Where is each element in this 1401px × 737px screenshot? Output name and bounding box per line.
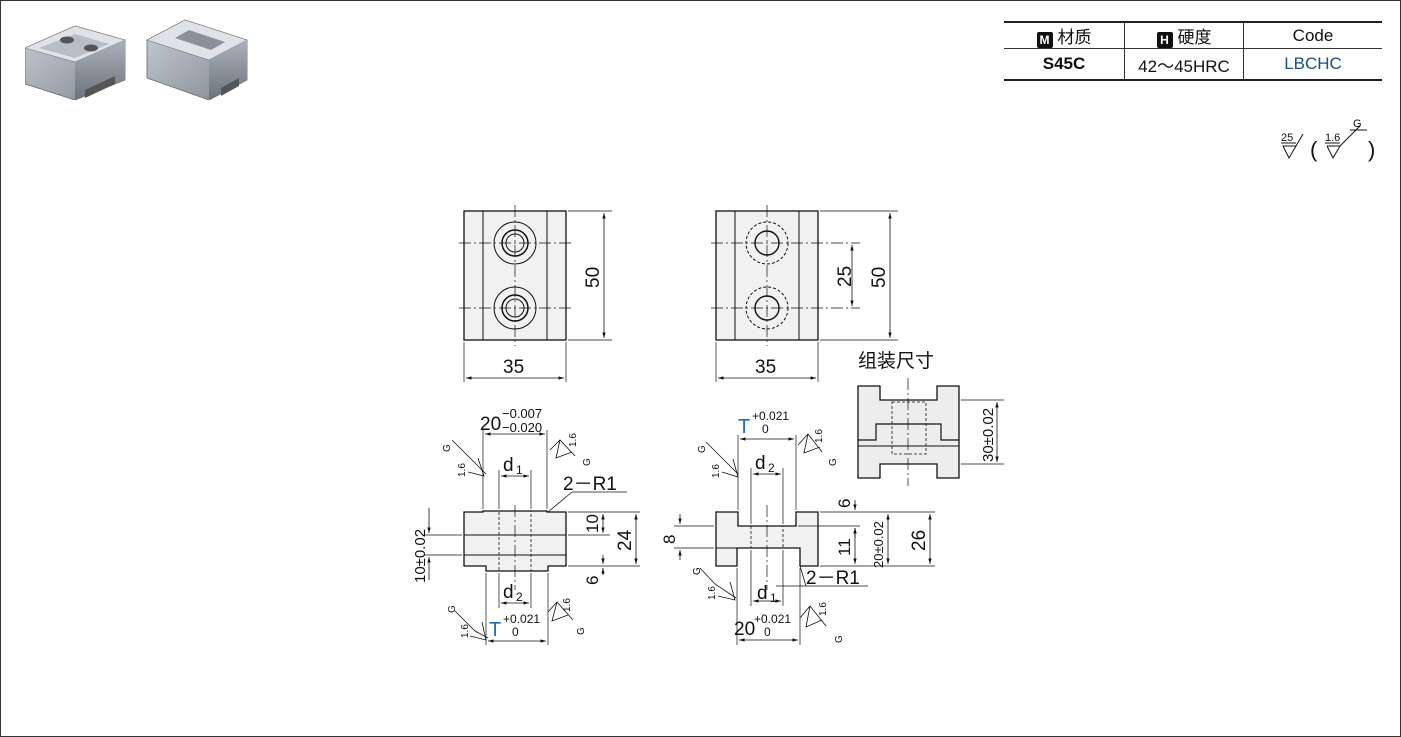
svg-text:T: T — [489, 619, 501, 641]
svg-text:26: 26 — [909, 530, 930, 551]
svg-text:G: G — [834, 635, 845, 643]
svg-text:1.6: 1.6 — [818, 602, 829, 616]
material-badge-icon: M — [1036, 32, 1053, 48]
svg-text:(: ( — [1310, 137, 1318, 162]
assembly-view: 组装尺寸 30±0.02 — [857, 350, 1004, 486]
svg-text:20: 20 — [734, 619, 755, 640]
svg-text:): ) — [1368, 137, 1375, 162]
svg-text:1: 1 — [516, 463, 523, 477]
svg-text:25: 25 — [1281, 132, 1293, 144]
svg-text:2－R1: 2－R1 — [806, 568, 860, 589]
front-view-1: 20 −0.007 −0.020 d 1 2－R1 10 24 6 10±0.0… — [412, 406, 640, 645]
svg-text:2: 2 — [768, 461, 775, 475]
svg-text:G: G — [697, 445, 708, 453]
svg-text:0: 0 — [512, 625, 519, 639]
svg-text:2: 2 — [516, 590, 523, 604]
svg-text:11: 11 — [835, 538, 854, 556]
svg-text:50: 50 — [583, 267, 604, 288]
svg-text:1.6: 1.6 — [460, 624, 471, 638]
front-view-2: T +0.021 0 d 2 8 6 11 20±0.02 26 2－R1 — [660, 409, 935, 645]
surface-finish-legend: 25 ( 1.6 G ) — [1281, 118, 1375, 162]
material-value: S45C — [1004, 48, 1125, 81]
svg-text:35: 35 — [755, 357, 776, 378]
svg-text:+0.021: +0.021 — [503, 612, 540, 626]
product-photo — [25, 19, 248, 100]
top-view-1: 50 35 — [459, 205, 612, 382]
svg-text:25: 25 — [835, 266, 856, 287]
svg-text:+0.021: +0.021 — [754, 612, 791, 626]
svg-text:1.6: 1.6 — [457, 463, 468, 477]
top-view-2: 25 50 35 — [711, 205, 898, 382]
block-photo-1 — [25, 25, 126, 100]
svg-text:35: 35 — [503, 357, 524, 378]
code-value: LBCHC — [1243, 48, 1382, 81]
svg-text:1: 1 — [770, 591, 777, 605]
hardness-badge-icon: H — [1156, 32, 1173, 48]
svg-text:10±0.02: 10±0.02 — [412, 529, 429, 583]
svg-text:d: d — [503, 455, 514, 476]
svg-text:8: 8 — [660, 535, 679, 544]
svg-text:−0.007: −0.007 — [502, 406, 542, 421]
svg-text:G: G — [576, 627, 587, 635]
header-code: Code — [1243, 21, 1382, 49]
svg-text:1.6: 1.6 — [707, 586, 718, 600]
svg-text:20: 20 — [480, 414, 501, 435]
svg-text:d: d — [757, 583, 768, 604]
svg-text:6: 6 — [835, 499, 854, 508]
svg-text:1.6: 1.6 — [562, 598, 573, 612]
svg-text:30±0.02: 30±0.02 — [980, 408, 997, 462]
svg-text:0: 0 — [764, 625, 771, 639]
svg-text:G: G — [828, 458, 839, 466]
svg-text:6: 6 — [583, 576, 602, 585]
svg-text:24: 24 — [615, 529, 636, 551]
svg-text:0: 0 — [762, 422, 769, 436]
svg-text:+0.021: +0.021 — [752, 409, 789, 423]
svg-text:T: T — [738, 416, 750, 438]
svg-text:G: G — [692, 567, 703, 575]
svg-text:50: 50 — [869, 267, 890, 288]
svg-text:20±0.02: 20±0.02 — [871, 521, 886, 568]
svg-text:10: 10 — [583, 514, 602, 533]
svg-text:1.6: 1.6 — [1325, 132, 1340, 144]
svg-text:d: d — [755, 453, 766, 474]
svg-text:G: G — [582, 458, 593, 466]
svg-text:1.6: 1.6 — [814, 429, 825, 443]
block-photo-2 — [146, 19, 248, 100]
svg-text:1.6: 1.6 — [568, 433, 579, 447]
hardness-value: 42～45HRC — [1124, 48, 1244, 81]
assembly-label: 组装尺寸 — [858, 350, 934, 372]
svg-text:G: G — [442, 444, 453, 452]
svg-text:d: d — [503, 582, 514, 603]
svg-text:2－R1: 2－R1 — [563, 474, 617, 495]
svg-text:G: G — [1353, 118, 1362, 130]
svg-text:1.6: 1.6 — [711, 464, 722, 478]
svg-text:−0.020: −0.020 — [502, 420, 542, 435]
svg-text:G: G — [447, 605, 458, 613]
